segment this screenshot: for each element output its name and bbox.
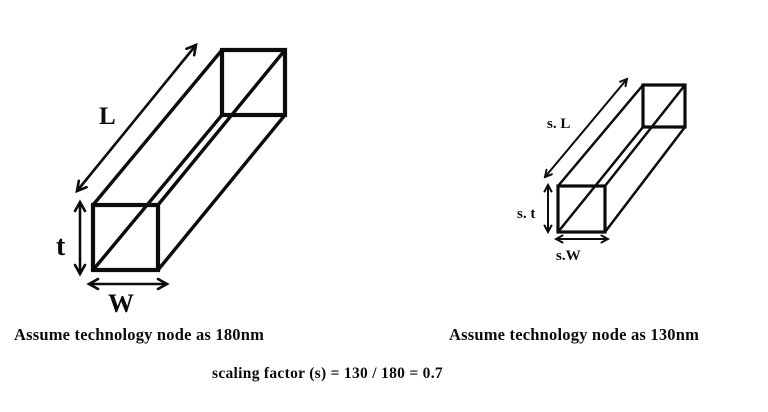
- caption-180nm: Assume technology node as 180nm: [14, 325, 265, 344]
- bar-180nm-figure: L t W: [56, 42, 288, 318]
- edge-top-left: [556, 83, 645, 188]
- back-face: [219, 47, 288, 118]
- length-label: s. L: [547, 116, 570, 132]
- scaling-formula: scaling factor (s) = 130 / 180 = 0.7: [212, 365, 443, 382]
- back-face: [641, 83, 687, 129]
- thickness-label: s. t: [517, 206, 535, 222]
- thickness-label: t: [56, 231, 66, 262]
- width-label: W: [108, 289, 134, 318]
- edge-bottom-right: [603, 125, 687, 234]
- width-label: s.W: [556, 248, 581, 264]
- front-face: [556, 184, 607, 234]
- length-arrow: [545, 79, 627, 177]
- length-arrow: [75, 42, 198, 194]
- front-face: [90, 202, 161, 273]
- bar-130nm-figure: s. L s. t s.W: [517, 79, 687, 264]
- edge-top-right: [603, 83, 687, 188]
- caption-130nm: Assume technology node as 130nm: [449, 325, 700, 344]
- length-label: L: [99, 103, 116, 130]
- edge-bottom-left: [556, 125, 645, 234]
- edge-bottom-right: [156, 113, 287, 272]
